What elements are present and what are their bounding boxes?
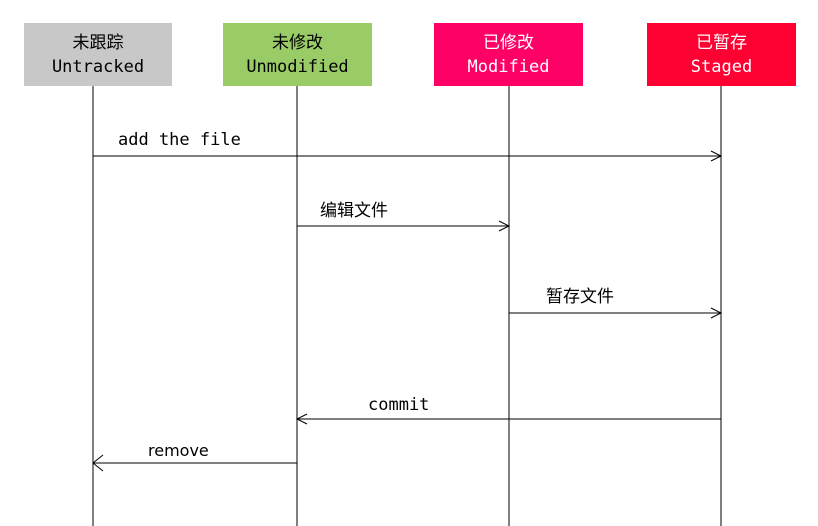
participant-untracked-en: Untracked [51,56,145,77]
participant-untracked: 未跟踪 Untracked [24,23,172,86]
label-edit-file: 编辑文件 [320,201,388,221]
label-add-the-file: add the file [118,130,241,150]
label-remove: remove [148,441,209,460]
participant-unmodified: 未修改 Unmodified [223,23,372,86]
participant-staged-en: Staged [690,56,753,77]
participant-modified: 已修改 Modified [434,23,583,86]
participant-unmodified-en: Unmodified [246,56,349,77]
participant-staged: 已暂存 Staged [647,23,796,86]
arrowhead-remove [92,454,104,472]
arrowhead-add-the-file [710,150,723,162]
label-stage-file: 暂存文件 [546,287,614,307]
arrowhead-commit [295,413,308,425]
participant-modified-zh: 已修改 [483,32,534,53]
participant-unmodified-zh: 未修改 [272,32,323,53]
arrowhead-stage-file [710,307,723,319]
arrowhead-edit-file [498,220,511,232]
participant-untracked-zh: 未跟踪 [72,32,124,53]
participant-staged-zh: 已暂存 [696,32,747,53]
participant-modified-en: Modified [467,56,550,77]
label-commit: commit [368,395,429,415]
